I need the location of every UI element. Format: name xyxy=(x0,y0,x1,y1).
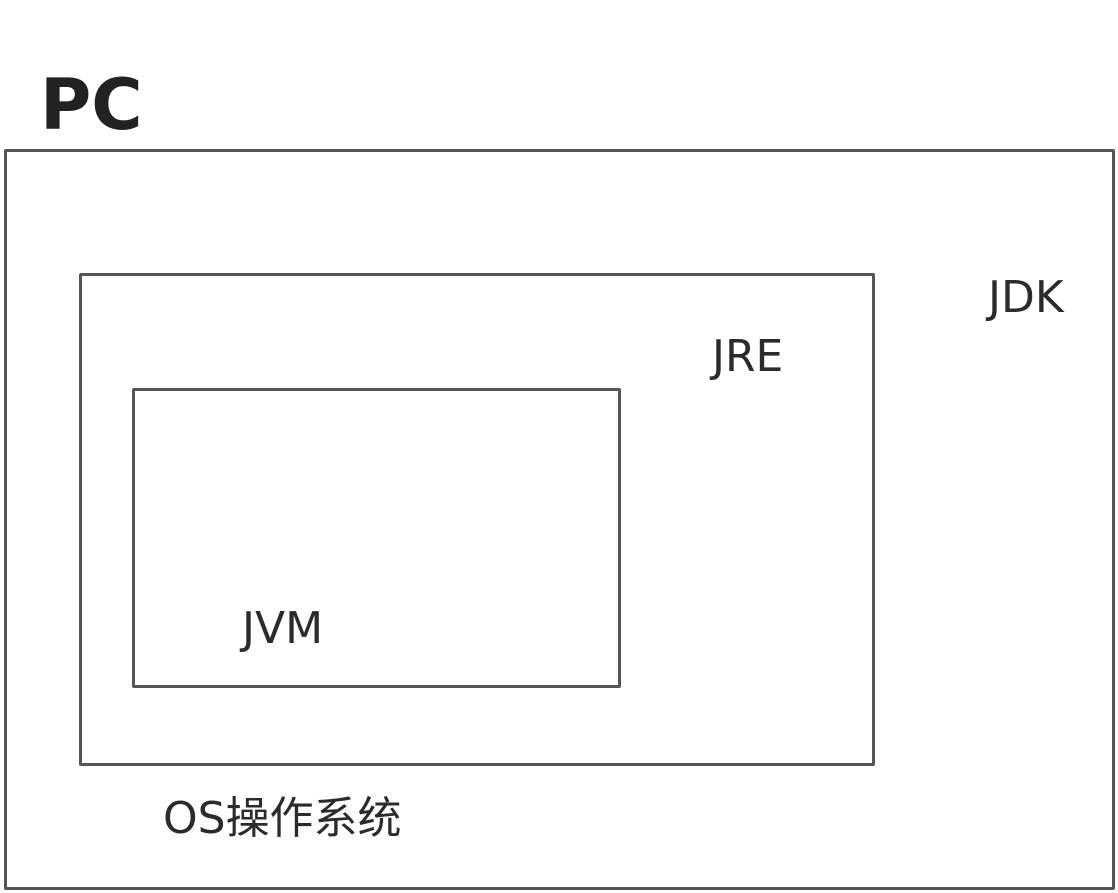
diagram-title: PC xyxy=(40,64,143,146)
jre-label: JRE xyxy=(712,331,784,382)
jvm-box xyxy=(132,388,621,688)
jdk-label: JDK xyxy=(988,272,1064,323)
jdk-box xyxy=(4,149,1115,890)
jre-box xyxy=(79,273,875,766)
jvm-label: JVM xyxy=(242,603,324,654)
os-label: OS操作系统 xyxy=(163,793,402,844)
